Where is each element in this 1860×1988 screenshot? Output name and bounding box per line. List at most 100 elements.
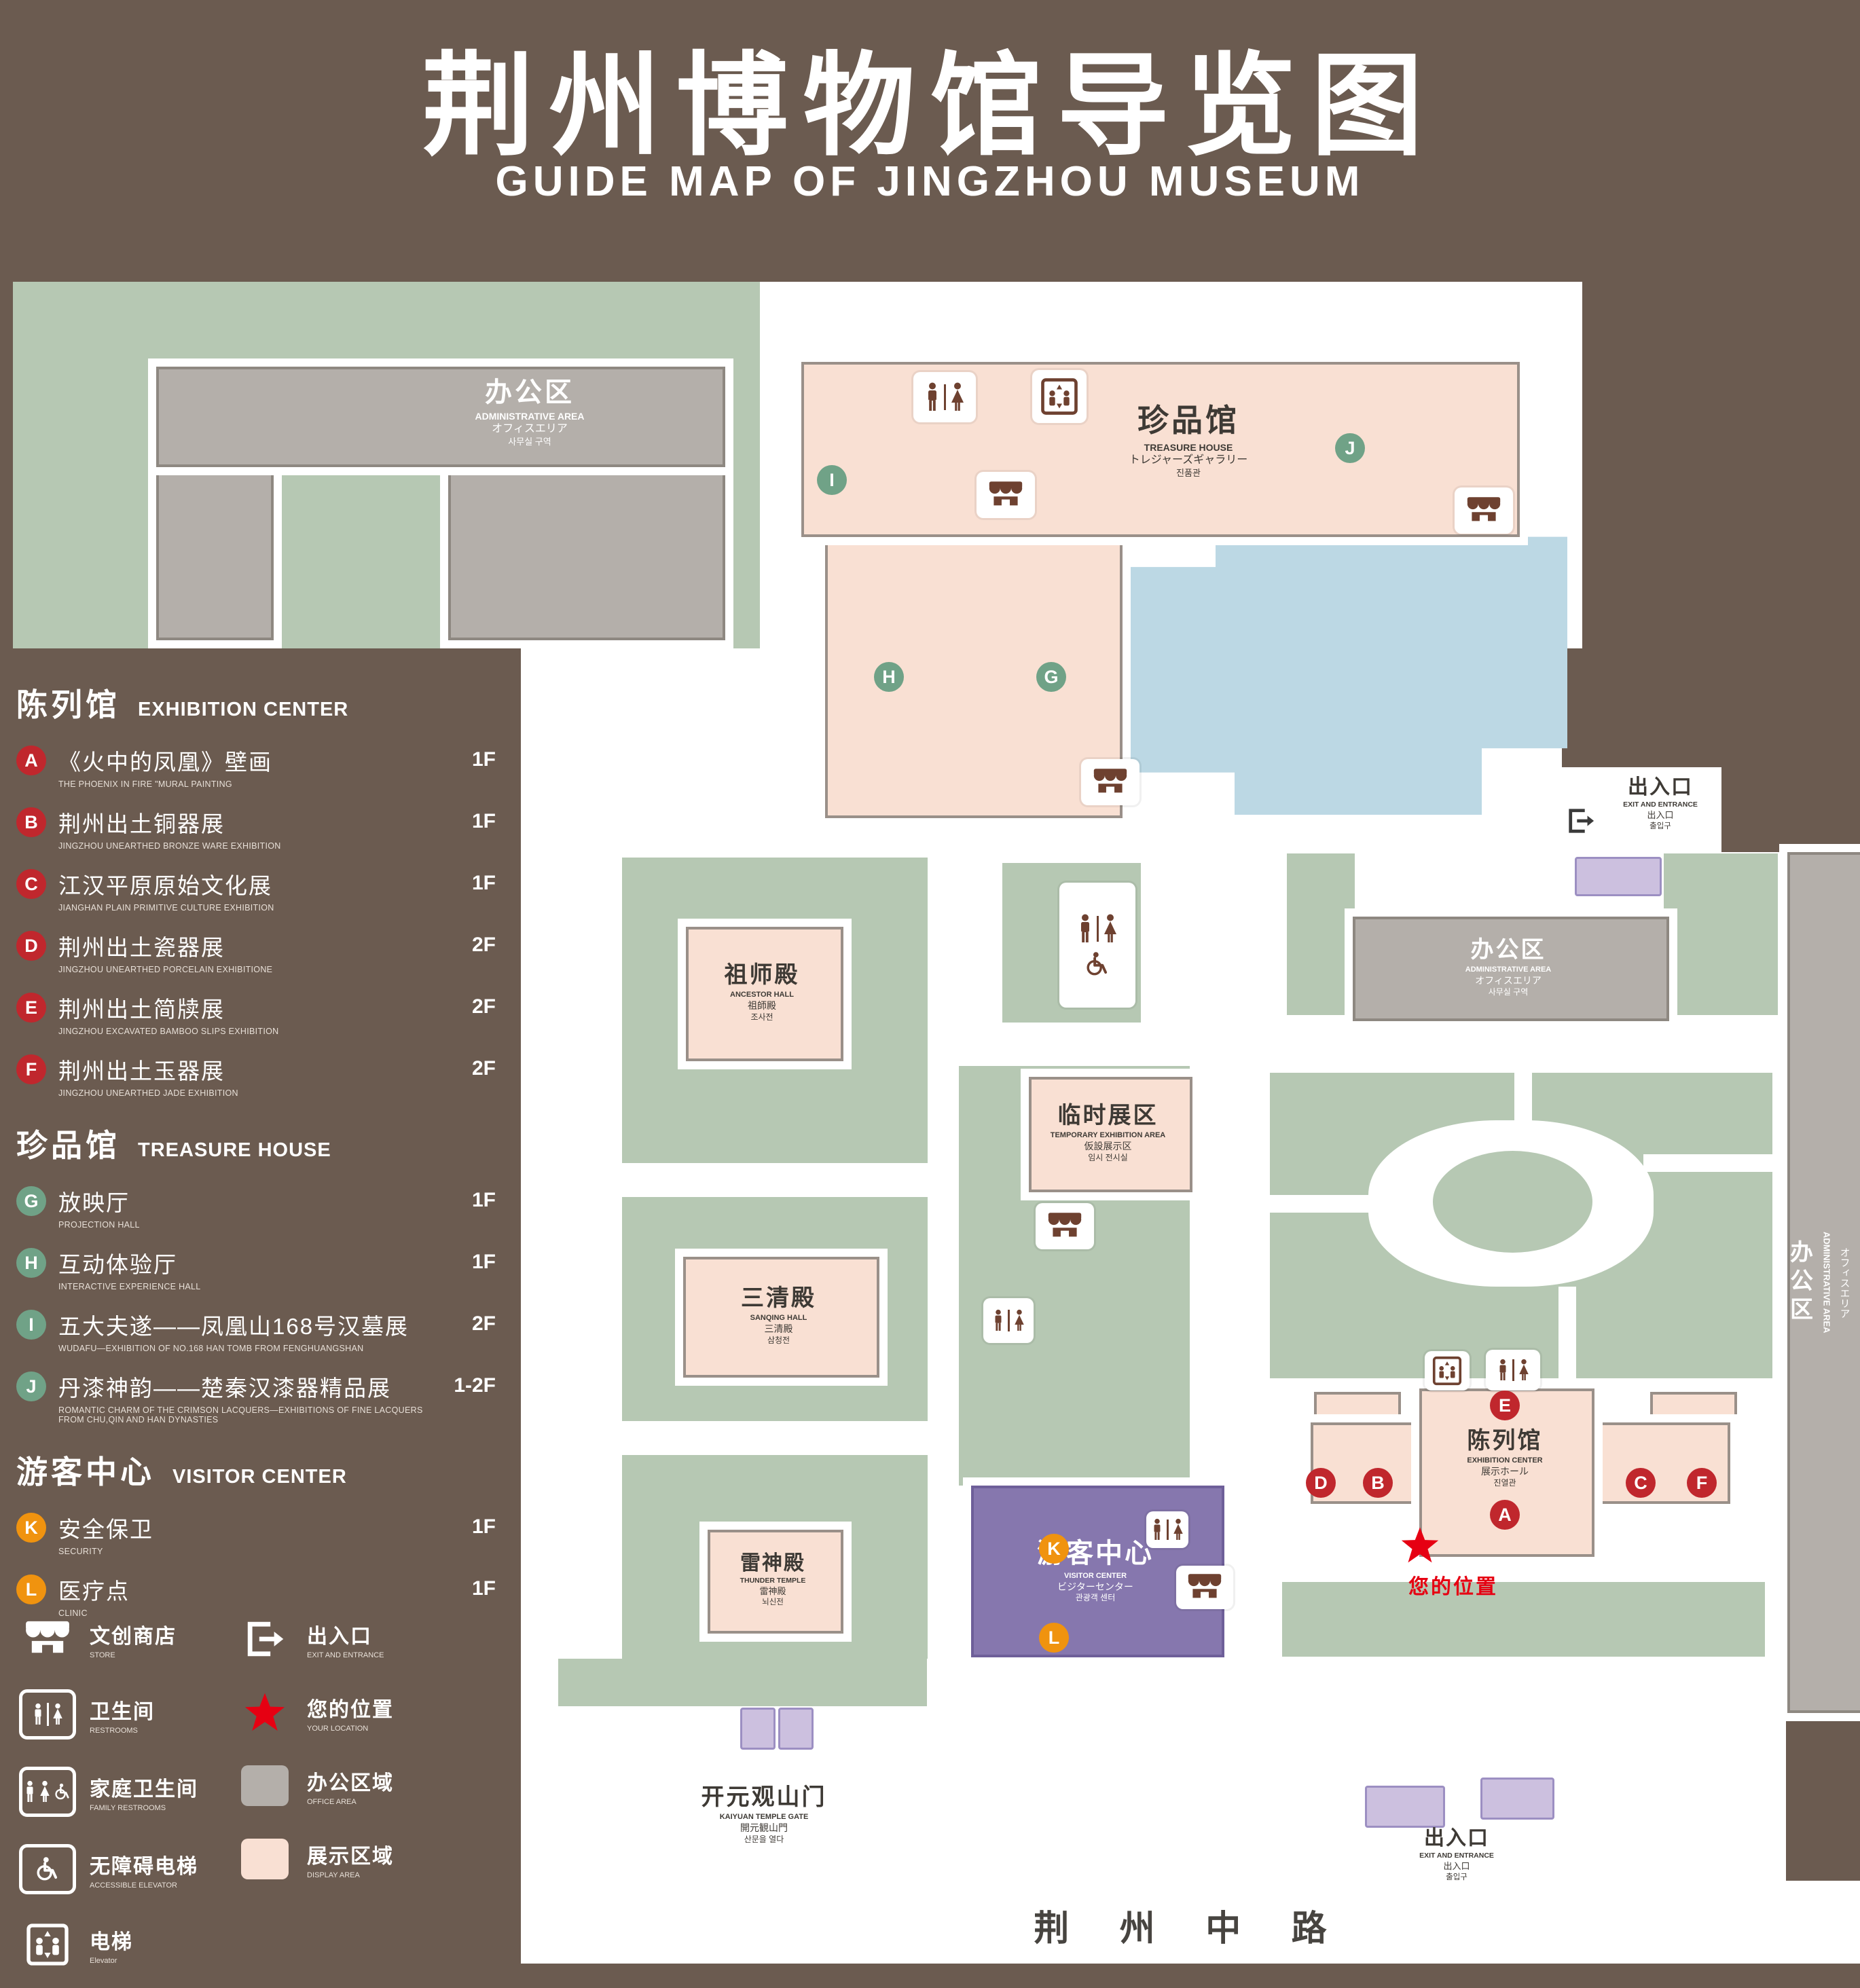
legend-en: DISPLAY AREA (307, 1871, 360, 1879)
building-ancestor-hall (686, 927, 843, 1061)
legend-zh: 展示区域 (307, 1845, 394, 1868)
building-admin-topleft (156, 367, 725, 467)
item-en: JINGZHOU EXCAVATED BAMBOO SLIPS EXHIBITI… (58, 1027, 279, 1036)
admin-topleft-label: 办公区 ADMINISTRATIVE AREA オフィスエリア 사무실 구역 (380, 375, 679, 448)
label-zh: 游客中心 (1037, 1539, 1154, 1568)
store-icon (977, 472, 1035, 518)
label-ja: 三清殿 (764, 1323, 793, 1335)
gate-label: 开元观山门 KAIYUAN TEMPLE GATE 開元観山門 산문을 열다 (652, 1782, 876, 1845)
sidebar-item-l: L 医疗点 CLINIC 1F (16, 1573, 496, 1618)
item-floor: 1F (471, 1251, 496, 1273)
label-ja: ビジターセンター (1057, 1581, 1133, 1593)
restroom-icon (1077, 913, 1118, 944)
legend-zh: 无障碍电梯 (90, 1855, 198, 1878)
marker-badge: K (16, 1513, 46, 1543)
item-floor: 1F (471, 1577, 496, 1600)
label-ja: 開元観山門 (740, 1822, 788, 1834)
marker-badge: C (16, 869, 46, 899)
road-label: 荆 州 中 路 (1034, 1909, 1347, 1949)
entrance-pad-top (1575, 857, 1662, 896)
label-ko: 출입구 (1649, 822, 1671, 830)
item-en: ROMANTIC CHARM OF THE CRIMSON LACQUERS—E… (58, 1405, 423, 1424)
item-floor: 1-2F (454, 1374, 496, 1397)
sidebar-item-j: J 丹漆神韵——楚秦汉漆器精品展 ROMANTIC CHARM OF THE C… (16, 1370, 496, 1424)
legend-column-1: 文创商店 STORE 卫生间 RESTROOMS 家庭卫生间 FAMILY RE… (19, 1616, 223, 1968)
label-en: SANQING HALL (750, 1314, 807, 1323)
item-zh: 荆州出土简牍展 (58, 997, 225, 1022)
sidebar-item-e: E 荆州出土简牍展 JINGZHOU EXCAVATED BAMBOO SLIP… (16, 991, 496, 1036)
temporary-area-label: 临时展区 TEMPORARY EXHIBITION AREA 仮設展示区 임시 … (1029, 1077, 1187, 1187)
lawn-gate (558, 1659, 927, 1706)
label-zh: 祖师殿 (724, 961, 800, 988)
item-zh: 丹漆神韵——楚秦汉漆器精品展 (58, 1376, 391, 1401)
exit-top-label: 出入口 EXIT AND ENTRANCE 出入口 출입구 (1599, 774, 1721, 831)
accessible-elevator-icon (19, 1844, 76, 1894)
label-ja: 展示ホール (1481, 1466, 1529, 1477)
restroom-accessible-icon (1059, 883, 1135, 1008)
page-title: 荆州博物馆导览图 (422, 43, 1438, 168)
label-ko: 관광객 센터 (1075, 1593, 1116, 1603)
page-subtitle: GUIDE MAP OF JINGZHOU MUSEUM (495, 158, 1365, 205)
entrance-pad-bottom-2 (1480, 1778, 1554, 1820)
item-floor: 2F (471, 1312, 496, 1335)
thunder-temple-label: 雷神殿 THUNDER TEMPLE 雷神殿 뇌신전 (708, 1530, 838, 1628)
map-marker-g: G (1036, 662, 1066, 692)
map-marker-c: C (1626, 1468, 1656, 1498)
label-zh: 办公区 (485, 378, 575, 407)
label-zh: 陈列馆 (1467, 1428, 1543, 1454)
marker-badge: A (16, 746, 46, 775)
label-ko: 사무실 구역 (1858, 1259, 1860, 1306)
item-floor: 2F (471, 1057, 496, 1080)
label-ko: 산문을 열다 (744, 1834, 784, 1844)
label-ko: 사무실 구역 (1488, 987, 1529, 997)
garden-path-e (1643, 1154, 1772, 1172)
marker-badge: I (16, 1310, 46, 1340)
legend-office-area: 办公区域 OFFICE AREA (236, 1763, 481, 1809)
office-area-swatch (236, 1765, 293, 1806)
label-ko: 진열관 (1493, 1477, 1516, 1488)
item-floor: 2F (471, 995, 496, 1018)
lawn-exhibition-south (1282, 1582, 1765, 1657)
section-treasure-house: 珍品馆 TREASURE HOUSE (16, 1121, 496, 1166)
section-visitor-center: 游客中心 VISITOR CENTER (16, 1448, 496, 1492)
section-title-en: TREASURE HOUSE (138, 1139, 331, 1161)
admin-right-label: 办公区 ADMINISTRATIVE AREA オフィスエリア 사무실 구역 (1787, 855, 1860, 1710)
legend-zh: 电梯 (90, 1930, 133, 1953)
item-floor: 1F (471, 1189, 496, 1211)
item-en: INTERACTIVE EXPERIENCE HALL (58, 1282, 201, 1291)
marker-badge: E (16, 993, 46, 1023)
map-marker-k: K (1039, 1534, 1069, 1564)
item-zh: 互动体验厅 (58, 1252, 177, 1277)
building-admin-right: 办公区 ADMINISTRATIVE AREA オフィスエリア 사무실 구역 (1787, 852, 1860, 1713)
label-ja: 祖師殿 (748, 1000, 776, 1012)
item-floor: 2F (471, 934, 496, 956)
marker-badge: B (16, 807, 46, 837)
label-ko: 진품관 (1176, 467, 1201, 478)
marker-badge: J (16, 1372, 46, 1401)
item-floor: 1F (471, 1515, 496, 1538)
restroom-icon (19, 1689, 76, 1740)
legend-en: ACCESSIBLE ELEVATOR (90, 1881, 177, 1890)
elevator-icon (1032, 370, 1087, 423)
legend-restrooms: 卫生间 RESTROOMS (19, 1689, 223, 1740)
item-en: THE PHOENIX IN FIRE "MURAL PAINTING (58, 779, 232, 789)
label-en: TEMPORARY EXHIBITION AREA (1050, 1131, 1166, 1140)
label-en: ADMINISTRATIVE AREA (475, 411, 585, 422)
building-admin-mid (1353, 917, 1669, 1021)
restroom-icon (983, 1298, 1034, 1343)
marker-badge: D (16, 931, 46, 961)
exit-icon (236, 1619, 293, 1659)
garden-path-n (1514, 1073, 1532, 1130)
label-zh: 办公区 (1470, 936, 1546, 963)
map-marker-i: I (817, 465, 847, 495)
legend-en: OFFICE AREA (307, 1797, 357, 1806)
sidebar-item-a: A 《火中的凤凰》壁画 THE PHOENIX IN FIRE "MURAL P… (16, 744, 496, 789)
garden-path-s (1558, 1287, 1576, 1378)
store-icon (1455, 487, 1513, 534)
wheelchair-icon (1084, 951, 1110, 977)
item-en: JINGZHOU UNEARTHED BRONZE WARE EXHIBITIO… (58, 841, 281, 851)
display-area-swatch (236, 1839, 293, 1879)
label-ja: 雷神殿 (759, 1585, 786, 1596)
sidebar-item-d: D 荆州出土瓷器展 JINGZHOU UNEARTHED PORCELAIN E… (16, 929, 496, 974)
map-marker-f: F (1687, 1468, 1717, 1498)
